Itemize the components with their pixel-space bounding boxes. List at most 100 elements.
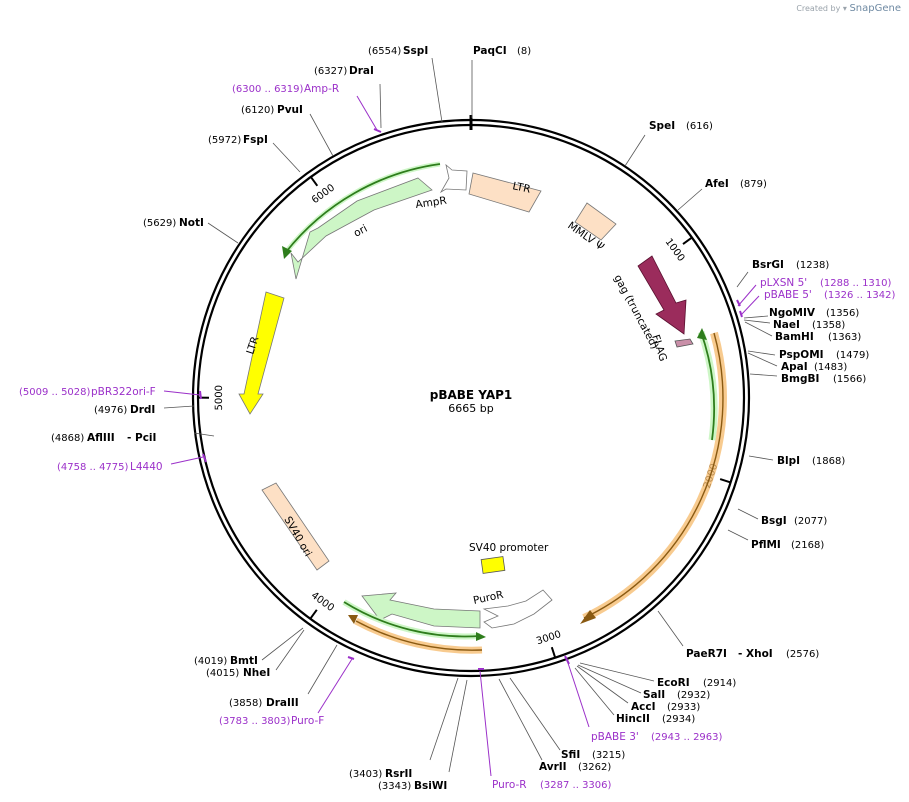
enzyme-paer7i[interactable]: PaeR7I <box>686 648 727 660</box>
ampr-orf-arrowhead <box>282 246 292 259</box>
enzyme-sspi[interactable]: SspI <box>403 45 428 57</box>
tick-label-3000: 3000 <box>535 629 563 647</box>
leader-pspomi <box>747 350 776 356</box>
enzyme-pspomi[interactable]: PspOMI <box>779 349 824 361</box>
primer-puro-f[interactable]: Puro-F <box>291 715 324 727</box>
enzyme-sfii[interactable]: SfiI <box>561 749 580 761</box>
yap1-orf-outline[interactable] <box>700 331 715 441</box>
enzyme-fspi[interactable]: FspI <box>243 134 268 146</box>
leader-rsrii <box>429 677 459 761</box>
mmlv-psi-feature[interactable] <box>574 202 617 241</box>
enzyme-bsiwi-pos: (3343) <box>378 781 411 792</box>
enzyme-naei[interactable]: NaeI <box>773 319 800 331</box>
enzyme-xhoi[interactable]: - XhoI <box>738 648 773 660</box>
enzyme-xhoi-pos: (2576) <box>786 649 819 660</box>
enzyme-spei[interactable]: SpeI <box>649 120 675 132</box>
primer-pbabe-5[interactable]: pBABE 5' <box>764 289 812 301</box>
enzyme-drdi[interactable]: DrdI <box>130 404 155 416</box>
enzyme-pspomi-pos: (1479) <box>836 350 869 361</box>
mark-plxsn <box>736 299 741 307</box>
enzyme-pflmi[interactable]: PflMI <box>751 539 781 551</box>
puror-highlight-outline <box>355 620 483 651</box>
enzyme-avrii[interactable]: AvrII <box>539 761 567 773</box>
leader-ecori <box>579 662 655 682</box>
ampr-feature[interactable] <box>290 177 433 280</box>
ampr-promoter-label: AmpR <box>415 195 448 211</box>
primer-leaders <box>163 95 760 777</box>
enzyme-sali[interactable]: SalI <box>643 689 665 701</box>
enzyme-blpi[interactable]: BlpI <box>777 455 800 467</box>
enzyme-spei-pos: (616) <box>686 121 713 132</box>
enzyme-pvui[interactable]: PvuI <box>277 104 303 116</box>
primer-puro-r[interactable]: Puro-R <box>492 779 527 791</box>
enzyme-sfii-pos: (3215) <box>592 750 625 761</box>
leader-apai <box>747 352 778 367</box>
puror-feature[interactable] <box>361 592 481 629</box>
primer-amp-r[interactable]: Amp-R <box>304 83 339 95</box>
enzyme-bsiwi[interactable]: BsiWI <box>414 780 447 792</box>
leader-bsgi <box>737 508 759 520</box>
enzyme-nhei[interactable]: NheI <box>243 667 270 679</box>
sv40-ori-feature[interactable] <box>480 556 506 574</box>
enzyme-bmti[interactable]: BmtI <box>230 655 258 667</box>
enzyme-afei-pos: (879) <box>740 179 767 190</box>
enzyme-afliii[interactable]: AflIII <box>87 432 115 444</box>
enzyme-bsrgi[interactable]: BsrGI <box>752 259 784 271</box>
leader-plxsn <box>737 284 757 307</box>
enzyme-apai[interactable]: ApaI <box>781 361 808 373</box>
tick-label-6000: 6000 <box>310 182 337 206</box>
snapgene-brand: SnapGene <box>849 3 901 14</box>
tick-mark-1000 <box>682 236 693 245</box>
leader-nhei <box>275 629 305 671</box>
enzyme-labels-left: (6554) SspI (6327) DraI (6120) PvuI (597… <box>51 45 447 792</box>
enzyme-bmgbi[interactable]: BmgBI <box>781 373 819 385</box>
primer-pbabe-3[interactable]: pBABE 3' <box>591 731 639 743</box>
enzyme-draiii-pos: (3858) <box>229 698 262 709</box>
primer-l4440[interactable]: L4440 <box>130 461 163 473</box>
enzyme-pcii[interactable]: - PciI <box>127 432 156 444</box>
enzyme-ngomiv[interactable]: NgoMIV <box>769 307 816 319</box>
leader-afliii <box>193 432 215 437</box>
ori-feature[interactable] <box>238 291 285 415</box>
leader-ngomiv <box>743 315 769 319</box>
mark-pbabe3 <box>564 655 570 665</box>
enzyme-acci[interactable]: AccI <box>631 701 655 713</box>
enzyme-rsrii[interactable]: RsrII <box>385 768 412 780</box>
ampr-orf-outline[interactable] <box>285 163 441 253</box>
sv40-ori-label: SV40 promoter <box>469 542 549 554</box>
mark-l4440 <box>202 453 207 463</box>
primer-pbr322ori[interactable]: pBR322ori-F <box>91 386 156 398</box>
enzyme-sali-pos: (2932) <box>677 690 710 701</box>
enzyme-draiii[interactable]: DraIII <box>266 697 299 709</box>
creator-credit: Created by ▾ SnapGene <box>796 3 901 14</box>
enzyme-drai[interactable]: DraI <box>349 65 374 77</box>
flag-feature[interactable] <box>674 338 694 348</box>
enzyme-bamhi[interactable]: BamHI <box>775 331 814 343</box>
leader-bsiwi <box>448 679 468 773</box>
enzyme-paqci[interactable]: PaqCI <box>473 45 507 57</box>
leader-puro-r <box>479 670 492 777</box>
sv40-promoter-feature[interactable] <box>482 589 553 629</box>
enzyme-hincii[interactable]: HincII <box>616 713 650 725</box>
enzyme-ecori[interactable]: EcoRI <box>657 677 690 689</box>
enzyme-noti[interactable]: NotI <box>179 217 204 229</box>
ampr-promoter-feature[interactable] <box>439 163 468 194</box>
leader-afei <box>677 188 703 211</box>
ltr-bottom-feature[interactable] <box>261 482 330 571</box>
enzyme-bmti-pos: (4019) <box>194 656 227 667</box>
enzyme-drai-pos: (6327) <box>314 66 347 77</box>
leader-puro-f <box>317 658 353 714</box>
ampr-label: ori <box>352 223 370 240</box>
mark-puro-f <box>347 656 355 660</box>
plasmid-size: 6665 bp <box>448 402 493 415</box>
leader-bsrgi <box>736 271 749 288</box>
gag-truncated-feature[interactable] <box>637 255 687 335</box>
enzyme-bsgi[interactable]: BsgI <box>761 515 787 527</box>
primer-pbabe-3-range: (2943 .. 2963) <box>651 732 723 743</box>
enzyme-bmgbi-pos: (1566) <box>833 374 866 385</box>
puror-orf-outline[interactable] <box>343 601 481 638</box>
ltr-top-feature[interactable] <box>468 172 542 213</box>
enzyme-afei[interactable]: AfeI <box>705 178 729 190</box>
primer-plxsn-5[interactable]: pLXSN 5' <box>760 277 807 289</box>
